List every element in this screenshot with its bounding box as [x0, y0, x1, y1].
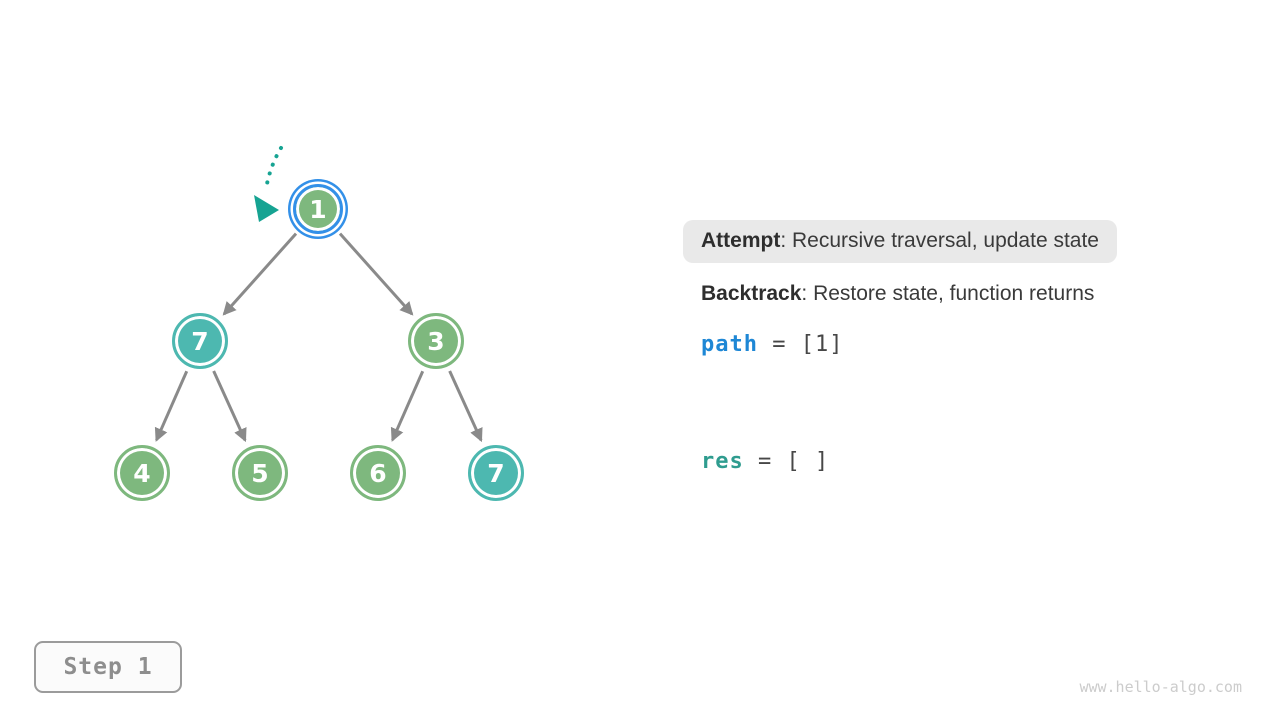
- tree-edges-layer: [154, 146, 483, 443]
- attempt-callout: Attempt: Recursive traversal, update sta…: [683, 220, 1117, 263]
- tree-node-7: 7: [172, 313, 228, 369]
- backtrack-text: : Restore state, function returns: [801, 282, 1095, 305]
- step-label: Step 1: [63, 654, 153, 680]
- res-variable-name: res: [701, 449, 744, 474]
- tree-edge-n7l-n5: [212, 370, 247, 443]
- tree-edge-n1-n3: [338, 232, 414, 316]
- tree-node-3: 3: [408, 313, 464, 369]
- dotted-arrow-head-icon: [254, 195, 279, 222]
- tree-edge-n3-n6: [390, 370, 425, 442]
- backtrack-label: Backtrack: [701, 282, 802, 305]
- tree-edge-n3-n7r: [448, 370, 483, 443]
- path-variable-name: path: [701, 332, 758, 357]
- attempt-label: Attempt: [701, 229, 781, 252]
- tree-node-5: 5: [232, 445, 288, 501]
- tree-node-6: 6: [350, 445, 406, 501]
- tree-node-1-current: 1: [293, 184, 343, 234]
- step-badge: Step 1: [34, 641, 182, 693]
- path-variable-line: path = [1]: [701, 332, 843, 357]
- attempt-text: : Recursive traversal, update state: [780, 229, 1099, 252]
- res-variable-value: = [ ]: [758, 449, 830, 474]
- path-variable-value: = [1]: [772, 332, 844, 357]
- tree-edge-n1-n7l: [222, 232, 298, 316]
- tree-node-4: 4: [114, 445, 170, 501]
- res-variable-line: res = [ ]: [701, 449, 829, 474]
- dotted-arrow-icon: [264, 146, 283, 191]
- backtrack-callout: Backtrack: Restore state, function retur…: [701, 282, 1094, 306]
- tree-node-7: 7: [468, 445, 524, 501]
- tree-edges: [154, 232, 483, 443]
- tree-edge-n7l-n4: [154, 370, 189, 442]
- watermark: www.hello-algo.com: [1079, 678, 1242, 696]
